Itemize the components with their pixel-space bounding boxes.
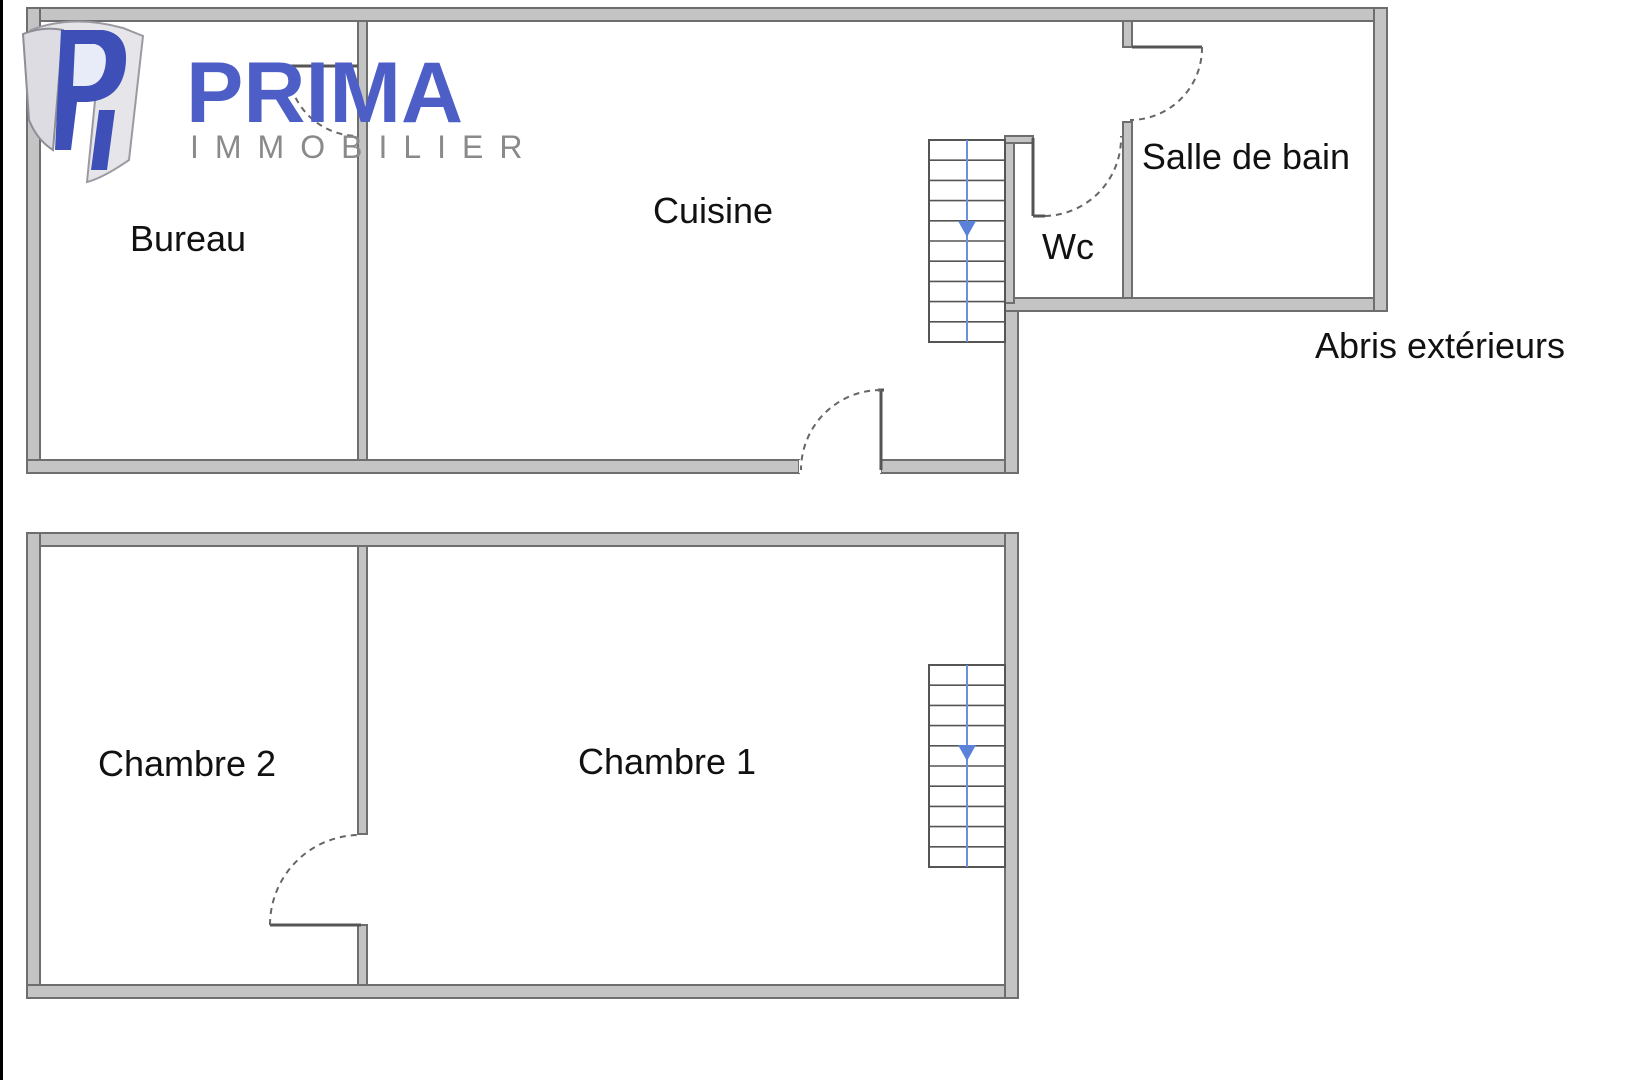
room-label-wc: Wc	[1042, 226, 1094, 267]
wall-right-lower	[1004, 302, 1019, 474]
logo-brand-subtitle: IMMOBILIER	[190, 129, 538, 165]
wall-annex-right	[1373, 7, 1388, 312]
room-label-chambre-2: Chambre 2	[98, 743, 276, 784]
wall-lower-left	[26, 532, 41, 999]
door-bath-swing	[1129, 46, 1204, 121]
room-label-cuisine: Cuisine	[653, 190, 773, 231]
floor-plan-drawing: Bureau Cuisine Wc Salle de bain Abris ex…	[21, 7, 1565, 999]
wall-wc-left	[1004, 135, 1015, 304]
room-label-chambre-1: Chambre 1	[578, 741, 756, 782]
wall-lower-top	[26, 532, 1019, 547]
wall-bureau-cuisine	[357, 20, 368, 461]
lower-floor-plan	[26, 532, 1019, 999]
door-wc-swing	[1044, 135, 1123, 217]
door-chambre2-swing	[269, 834, 361, 926]
brand-logo: PRIMA IMMOBILIER	[21, 20, 538, 184]
room-label-bureau: Bureau	[130, 218, 246, 259]
entrance-opening	[799, 460, 881, 473]
wall-bottom-left	[26, 459, 800, 474]
wall-bath-wc	[1122, 20, 1133, 48]
wall-bath-wc-lower	[1122, 121, 1133, 299]
wall-lower-right	[1004, 532, 1019, 999]
door-bureau-swing	[287, 65, 359, 137]
wall-top	[26, 7, 1388, 22]
floor-plan-sheet: Bureau Cuisine Wc Salle de bain Abris ex…	[3, 0, 1635, 1080]
logo-monogram	[21, 20, 145, 184]
staircase-lower	[928, 664, 1006, 868]
wall-chambres-lower	[357, 924, 368, 986]
wall-lower-bottom	[26, 984, 1019, 999]
staircase-upper	[928, 139, 1006, 343]
stair-down-arrow-icon	[958, 221, 976, 237]
stair-down-arrow-icon	[958, 745, 976, 761]
room-label-salle-de-bain: Salle de bain	[1142, 136, 1350, 177]
wall-chambres-upper	[357, 545, 368, 835]
wall-annex-bottom	[1004, 297, 1388, 312]
wall-bottom-right	[880, 459, 1019, 474]
door-entrance-swing	[800, 389, 882, 471]
logo-brand-name: PRIMA	[186, 45, 463, 141]
upper-floor-plan	[26, 7, 1388, 474]
outside-label-abris: Abris extérieurs	[1315, 325, 1565, 366]
wall-wc-top	[1004, 135, 1034, 144]
